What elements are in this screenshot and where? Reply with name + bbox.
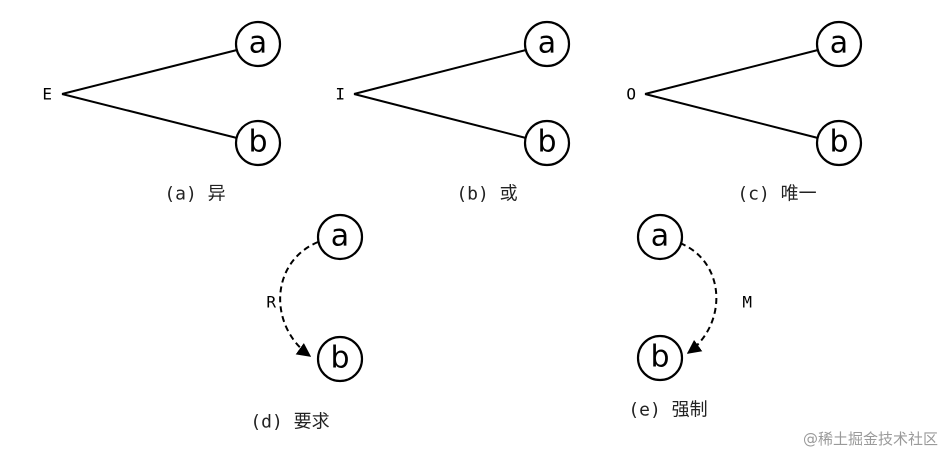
node-b-label: b bbox=[248, 125, 267, 160]
node-a bbox=[523, 20, 571, 68]
edge-label-m: M bbox=[742, 293, 752, 312]
edge-to-a bbox=[61, 49, 238, 95]
edge-to-b bbox=[353, 93, 527, 139]
diagram-exclusive: E a b (a) 异 bbox=[42, 20, 282, 205]
diagram-mandatory: M a b (e) 强制 bbox=[628, 213, 752, 421]
root-label-e: E bbox=[42, 85, 52, 104]
node-b-label: b bbox=[829, 125, 848, 160]
edge-to-b bbox=[644, 93, 819, 139]
dashed-arrow-a-to-b bbox=[679, 242, 718, 354]
node-b bbox=[636, 334, 684, 382]
diagram-unique: O a b (c) 唯一 bbox=[626, 20, 863, 205]
edge-label-r: R bbox=[266, 293, 276, 312]
edge-to-b bbox=[61, 93, 238, 139]
caption-b: (b) 或 bbox=[456, 184, 517, 205]
diagram-or: I a b (b) 或 bbox=[335, 20, 571, 205]
node-b bbox=[523, 119, 571, 167]
caption-d: (d) 要求 bbox=[250, 412, 329, 433]
root-label-i: I bbox=[335, 85, 345, 104]
node-b-label: b bbox=[330, 341, 349, 376]
node-b-label: b bbox=[537, 125, 556, 160]
node-a-label: a bbox=[830, 26, 848, 61]
node-b-label: b bbox=[650, 340, 669, 375]
node-a-label: a bbox=[249, 26, 267, 61]
node-a-label: a bbox=[538, 26, 556, 61]
caption-e: (e) 强制 bbox=[628, 400, 707, 421]
node-b bbox=[316, 335, 364, 383]
node-a bbox=[636, 213, 684, 261]
node-a bbox=[316, 213, 364, 261]
caption-a: (a) 异 bbox=[164, 184, 225, 205]
watermark: @稀土掘金技术社区 bbox=[803, 430, 938, 448]
edge-to-a bbox=[644, 49, 819, 95]
edge-to-a bbox=[353, 49, 527, 95]
node-a-label: a bbox=[651, 219, 669, 254]
node-b bbox=[234, 119, 282, 167]
caption-c: (c) 唯一 bbox=[737, 184, 816, 205]
node-a bbox=[815, 20, 863, 68]
node-a bbox=[234, 20, 282, 68]
node-b bbox=[815, 119, 863, 167]
root-label-o: O bbox=[626, 85, 636, 104]
node-a-label: a bbox=[331, 219, 349, 254]
dashed-arrow-a-to-b bbox=[279, 241, 319, 357]
diagram-requires: R a b (d) 要求 bbox=[250, 213, 364, 433]
